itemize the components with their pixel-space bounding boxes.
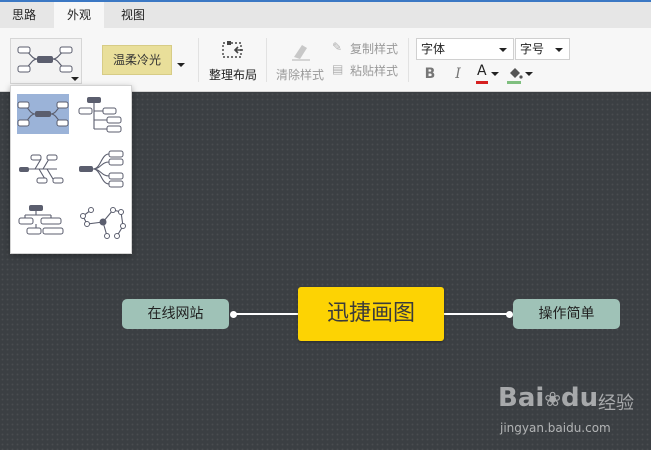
divider: [198, 38, 199, 82]
font-color-bar: [476, 81, 488, 84]
mind-map-icon: [17, 46, 73, 73]
connector-dot-right: [506, 311, 513, 318]
fill-color-button[interactable]: [505, 63, 535, 85]
font-size-select[interactable]: 字号: [515, 38, 570, 60]
bracket-icon: [79, 150, 124, 188]
tab-appearance[interactable]: 外观: [54, 2, 104, 28]
copy-style-button[interactable]: ✎ 复制样式: [332, 40, 404, 58]
org-chart-icon: [78, 97, 122, 133]
watermark-brand: Bai❀du: [498, 383, 599, 413]
layout-option-tree-chart[interactable]: [17, 202, 69, 242]
theme-selector[interactable]: 温柔冷光: [102, 45, 172, 75]
arrange-layout-button[interactable]: 整理布局: [207, 36, 259, 86]
structure-dropdown: [10, 85, 132, 254]
clear-style-button[interactable]: 清除样式: [274, 36, 328, 86]
watermark-cn: 经验: [598, 393, 634, 414]
layout-option-org-chart[interactable]: [77, 94, 129, 134]
font-color-icon: A: [477, 63, 487, 79]
tab-view[interactable]: 视图: [120, 8, 145, 22]
connector-left: [233, 313, 299, 315]
font-color-button[interactable]: A: [474, 63, 502, 85]
ribbon-tab-bar: 思路 外观 视图: [0, 0, 651, 28]
layout-option-cluster[interactable]: [77, 202, 129, 242]
font-family-value: 字体: [421, 42, 446, 56]
clear-style-label: 清除样式: [276, 68, 325, 82]
central-topic-node[interactable]: 迅捷画图: [298, 287, 444, 341]
connector-dot-left: [230, 311, 237, 318]
arrange-layout-label: 整理布局: [209, 68, 258, 82]
layout-option-fishbone[interactable]: [17, 148, 69, 188]
copy-style-label: 复制样式: [350, 42, 399, 56]
chevron-down-icon: [71, 77, 79, 81]
fill-color-bar: [507, 81, 521, 84]
paint-roller-icon: ▤: [332, 62, 344, 76]
paint-bucket-icon: [510, 68, 523, 79]
chevron-down-icon: [491, 72, 499, 76]
layout-option-bracket[interactable]: [77, 148, 129, 188]
tree-chart-icon: [18, 205, 64, 235]
cluster-icon: [80, 207, 126, 239]
italic-button[interactable]: I: [455, 66, 461, 82]
topic-node-right[interactable]: 操作简单: [513, 299, 620, 329]
mind-map-icon: [17, 101, 69, 127]
bold-button[interactable]: B: [424, 66, 436, 82]
watermark-url: jingyan.baidu.com: [500, 421, 611, 435]
font-family-select[interactable]: 字体: [416, 38, 514, 60]
divider: [266, 38, 267, 82]
divider: [408, 38, 409, 82]
chevron-down-icon: [525, 72, 533, 76]
font-size-value: 字号: [520, 42, 545, 56]
watermark: Bai❀du 经验 jingyan.baidu.com: [498, 375, 648, 443]
eraser-icon: [292, 45, 310, 61]
paw-icon: ❀: [544, 387, 562, 411]
chevron-down-icon: [499, 48, 507, 52]
paste-style-label: 粘贴样式: [350, 64, 399, 78]
layout-option-mind-map[interactable]: [17, 94, 69, 134]
structure-selector-button[interactable]: [10, 38, 82, 84]
ribbon-toolbar: 温柔冷光 整理布局 清除样式 ✎ 复制样式 ▤ 粘贴样式 字体 字号: [0, 28, 651, 92]
topic-node-left[interactable]: 在线网站: [122, 299, 229, 329]
connector-right: [444, 313, 510, 315]
tab-thinking[interactable]: 思路: [11, 8, 36, 22]
copy-style-icon: ✎: [332, 40, 343, 54]
arrange-layout-icon: [222, 41, 243, 58]
paste-style-button[interactable]: ▤ 粘贴样式: [332, 62, 404, 80]
chevron-down-icon: [555, 48, 563, 52]
fishbone-icon: [19, 154, 64, 184]
theme-dropdown-chevron-icon[interactable]: [177, 63, 185, 67]
